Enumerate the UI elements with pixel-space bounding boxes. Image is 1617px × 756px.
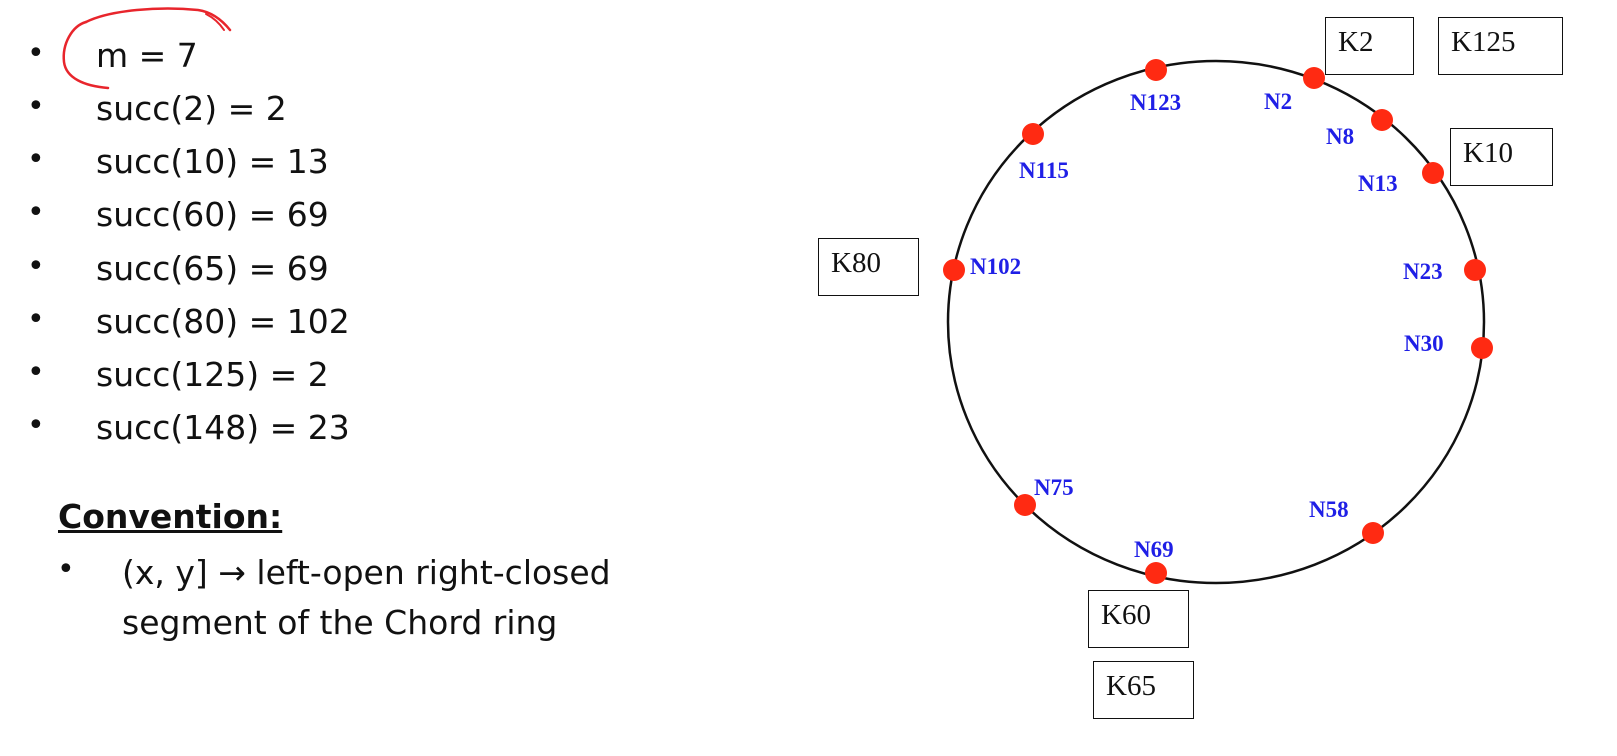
node-label-n30: N30	[1404, 331, 1444, 356]
node-n123-dot	[1145, 59, 1167, 81]
bullet-text-succ-65: succ(65) = 69	[96, 249, 329, 288]
node-label-n58: N58	[1309, 497, 1349, 522]
key-box-k2: K2	[1325, 17, 1414, 75]
bullet-dot: •	[27, 195, 45, 230]
node-label-n69: N69	[1134, 537, 1174, 562]
bullet-dot: •	[27, 408, 45, 443]
convention-text: (x, y] → left-open right-closed segment …	[122, 548, 722, 648]
node-label-n102: N102	[970, 254, 1021, 279]
node-n69-dot	[1145, 562, 1167, 584]
key-box-k60: K60	[1088, 590, 1189, 648]
node-label-n13: N13	[1358, 171, 1398, 196]
key-box-k10: K10	[1450, 128, 1553, 186]
bullet-text-succ-148: succ(148) = 23	[96, 408, 350, 447]
node-n75-dot	[1014, 494, 1036, 516]
bullet-text-succ-125: succ(125) = 2	[96, 355, 329, 394]
bullet-list: • m = 7 • succ(2) = 2 • succ(10) = 13 • …	[0, 0, 760, 756]
bullet-text-succ-60: succ(60) = 69	[96, 195, 329, 234]
convention-heading: Convention:	[58, 497, 283, 536]
key-box-k125: K125	[1438, 17, 1563, 75]
chord-ring	[946, 59, 1486, 585]
node-label-n8: N8	[1326, 124, 1354, 149]
node-label-n23: N23	[1403, 259, 1443, 284]
node-label-n115: N115	[1019, 158, 1069, 183]
node-n8-dot	[1371, 109, 1393, 131]
node-n2-dot	[1303, 67, 1325, 89]
node-n58-dot	[1362, 522, 1384, 544]
bullet-dot: •	[57, 552, 75, 587]
bullet-dot: •	[27, 355, 45, 390]
key-box-k65: K65	[1093, 661, 1194, 719]
key-box-k80: K80	[818, 238, 919, 296]
node-label-n75: N75	[1034, 475, 1074, 500]
bullet-dot: •	[27, 89, 45, 124]
node-label-n2: N2	[1264, 89, 1292, 114]
node-n102-dot	[943, 259, 965, 281]
bullet-text-m: m = 7	[96, 36, 198, 75]
handwritten-annotation	[62, 7, 232, 90]
bullet-text-succ-2: succ(2) = 2	[96, 89, 287, 128]
bullet-text-succ-80: succ(80) = 102	[96, 302, 350, 341]
node-label-n123: N123	[1130, 90, 1181, 115]
node-n30-dot	[1471, 337, 1493, 359]
bullet-dot: •	[27, 302, 45, 337]
convention-line-2: segment of the Chord ring	[122, 603, 558, 642]
node-n23-dot	[1464, 259, 1486, 281]
node-n13-dot	[1422, 162, 1444, 184]
bullet-dot: •	[27, 249, 45, 284]
bullet-dot: •	[27, 36, 45, 71]
node-n115-dot	[1022, 123, 1044, 145]
bullet-text-succ-10: succ(10) = 13	[96, 142, 329, 181]
convention-line-1: (x, y] → left-open right-closed	[122, 553, 611, 592]
bullet-dot: •	[27, 142, 45, 177]
